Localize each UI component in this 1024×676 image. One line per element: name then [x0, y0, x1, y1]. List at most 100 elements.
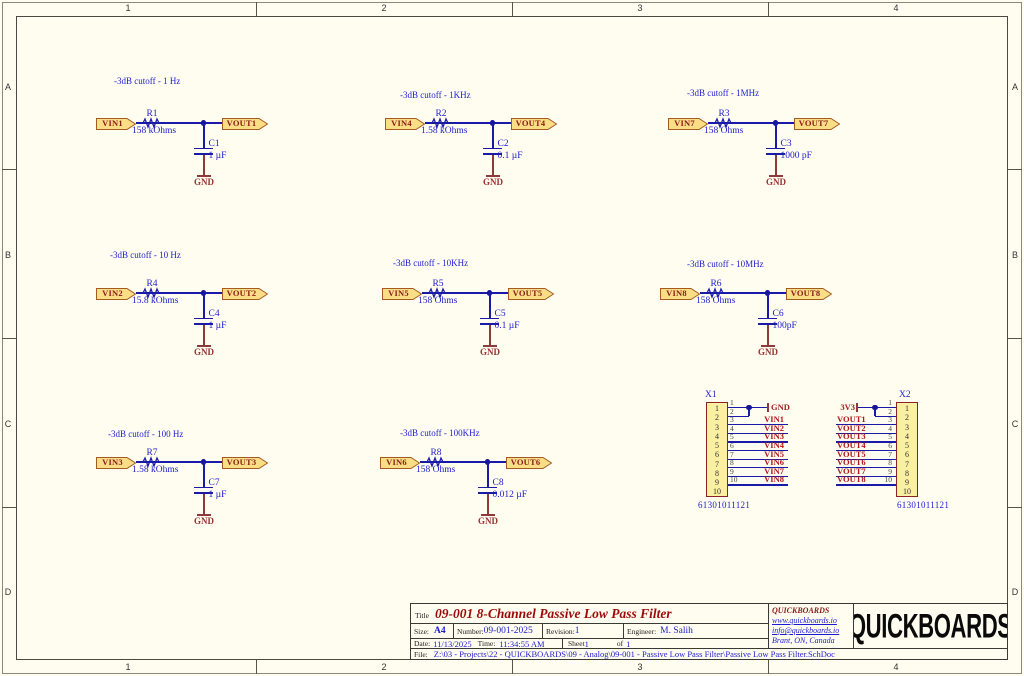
- net-label[interactable]: VIN6: [764, 457, 784, 468]
- power-net-label[interactable]: 3V3: [840, 402, 855, 412]
- wire[interactable]: [136, 292, 222, 294]
- cutoff-annotation[interactable]: -3dB cutoff - 1KHz: [400, 90, 471, 100]
- capacitor-icon[interactable]: [480, 323, 499, 325]
- capacitor-icon[interactable]: [483, 153, 502, 155]
- input-port[interactable]: VIN2: [96, 287, 137, 300]
- input-port[interactable]: VIN7: [668, 117, 709, 130]
- capacitor-icon[interactable]: [194, 147, 213, 150]
- capacitor-icon[interactable]: [766, 153, 785, 155]
- input-port[interactable]: VIN4: [385, 117, 426, 130]
- wire[interactable]: [836, 475, 896, 477]
- wire[interactable]: [487, 462, 489, 487]
- wire[interactable]: [489, 293, 491, 318]
- wire[interactable]: [728, 458, 788, 460]
- wire[interactable]: [836, 484, 896, 486]
- output-port[interactable]: VOUT2: [222, 287, 269, 300]
- capacitor-icon[interactable]: [478, 492, 497, 494]
- wire[interactable]: [728, 449, 788, 452]
- net-label[interactable]: VIN3: [764, 431, 784, 442]
- capacitor-icon[interactable]: [483, 147, 502, 150]
- output-port[interactable]: VOUT4: [511, 117, 558, 130]
- ground-wire[interactable]: [203, 324, 205, 345]
- resistor-icon[interactable]: [140, 286, 164, 300]
- wire[interactable]: [728, 432, 788, 434]
- cutoff-annotation[interactable]: -3dB cutoff - 10MHz: [687, 259, 764, 269]
- net-label[interactable]: VOUT4: [837, 440, 866, 451]
- ground-wire[interactable]: [775, 154, 777, 175]
- wire[interactable]: [728, 467, 788, 469]
- net-label[interactable]: VIN1: [764, 414, 784, 425]
- ground-wire[interactable]: [203, 154, 205, 175]
- output-port[interactable]: VOUT8: [786, 287, 833, 300]
- capacitor-icon[interactable]: [478, 486, 497, 489]
- wire[interactable]: [708, 122, 794, 124]
- net-label[interactable]: VOUT5: [837, 448, 866, 459]
- ground-wire[interactable]: [492, 154, 494, 175]
- wire[interactable]: [203, 462, 205, 487]
- ground-label[interactable]: GND: [758, 347, 778, 357]
- company-email[interactable]: info@quickboards.io: [772, 626, 840, 635]
- wire[interactable]: [836, 467, 896, 469]
- net-label[interactable]: VOUT6: [837, 457, 866, 468]
- resistor-icon[interactable]: [424, 455, 448, 469]
- ground-wire[interactable]: [767, 324, 769, 345]
- ground-label[interactable]: GND: [194, 347, 214, 357]
- wire[interactable]: [203, 293, 205, 318]
- net-label[interactable]: VOUT8: [837, 474, 866, 485]
- output-port[interactable]: VOUT1: [222, 117, 269, 130]
- net-label[interactable]: VOUT3: [837, 431, 866, 442]
- capacitor-icon[interactable]: [480, 317, 499, 320]
- output-port[interactable]: VOUT6: [506, 456, 553, 469]
- cutoff-annotation[interactable]: -3dB cutoff - 10KHz: [393, 258, 469, 268]
- cutoff-annotation[interactable]: -3dB cutoff - 100 Hz: [108, 429, 184, 439]
- resistor-icon[interactable]: [712, 116, 736, 130]
- wire[interactable]: [874, 407, 876, 417]
- wire[interactable]: [836, 458, 896, 460]
- connector-body[interactable]: [896, 402, 918, 497]
- output-port[interactable]: VOUT5: [508, 287, 555, 300]
- input-port[interactable]: VIN6: [380, 456, 421, 469]
- ground-wire[interactable]: [203, 493, 205, 514]
- cutoff-annotation[interactable]: -3dB cutoff - 100KHz: [400, 428, 480, 438]
- capacitor-icon[interactable]: [194, 492, 213, 494]
- wire[interactable]: [425, 122, 511, 124]
- capacitor-icon[interactable]: [194, 317, 213, 320]
- net-label[interactable]: VIN7: [764, 465, 784, 476]
- company-website[interactable]: www.quickboards.io: [772, 616, 837, 625]
- wire[interactable]: [203, 123, 205, 148]
- connector-designator[interactable]: X1: [705, 390, 717, 400]
- power-net-label[interactable]: GND: [771, 402, 790, 412]
- document-title[interactable]: 09-001 8-Channel Passive Low Pass Filter: [435, 606, 672, 621]
- ground-wire[interactable]: [489, 324, 491, 345]
- wire[interactable]: [728, 424, 788, 426]
- ground-label[interactable]: GND: [480, 347, 500, 357]
- wire[interactable]: [767, 293, 769, 318]
- wire[interactable]: [728, 441, 788, 443]
- capacitor-icon[interactable]: [194, 486, 213, 489]
- wire[interactable]: [728, 415, 749, 417]
- connector-body[interactable]: [706, 402, 728, 497]
- wire[interactable]: [875, 415, 896, 417]
- cutoff-annotation[interactable]: -3dB cutoff - 1MHz: [687, 88, 760, 98]
- capacitor-icon[interactable]: [766, 147, 785, 150]
- wire[interactable]: [420, 461, 506, 463]
- resistor-icon[interactable]: [426, 286, 450, 300]
- capacitor-icon[interactable]: [194, 153, 213, 155]
- wire[interactable]: [836, 441, 896, 443]
- input-port[interactable]: VIN5: [382, 287, 423, 300]
- wire[interactable]: [775, 123, 777, 148]
- wire[interactable]: [492, 123, 494, 148]
- capacitor-icon[interactable]: [758, 323, 777, 325]
- ground-label[interactable]: GND: [478, 516, 498, 526]
- wire[interactable]: [836, 424, 896, 426]
- ground-label[interactable]: GND: [194, 177, 214, 187]
- input-port[interactable]: VIN1: [96, 117, 137, 130]
- capacitor-icon[interactable]: [194, 323, 213, 325]
- capacitor-icon[interactable]: [758, 317, 777, 320]
- net-label[interactable]: VIN5: [764, 448, 784, 459]
- ground-wire[interactable]: [487, 493, 489, 514]
- net-label[interactable]: VOUT7: [837, 465, 866, 476]
- cutoff-annotation[interactable]: -3dB cutoff - 10 Hz: [110, 250, 181, 260]
- wire[interactable]: [836, 432, 896, 434]
- wire[interactable]: [422, 292, 508, 294]
